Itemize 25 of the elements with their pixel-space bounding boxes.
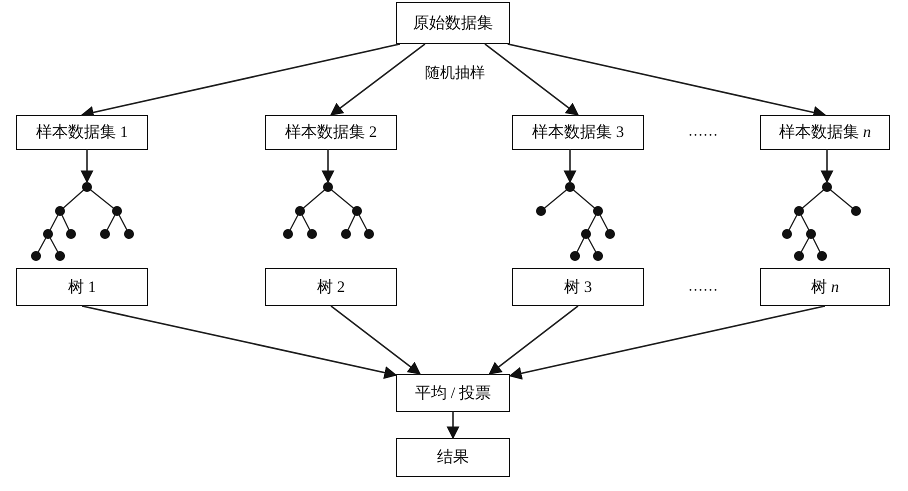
arrow [508, 305, 826, 380]
process-box: 样本数据集 n [760, 115, 890, 150]
arrow [330, 305, 421, 375]
process-box: 平均 / 投票 [396, 374, 510, 412]
arrow [446, 412, 460, 440]
process-box: 树 3 [512, 268, 644, 306]
process-box: 样本数据集 1 [16, 115, 148, 150]
arrow [80, 150, 94, 184]
ellipsis: …… [688, 278, 718, 296]
process-box: 树 1 [16, 268, 148, 306]
arrow [330, 43, 426, 116]
process-box: 样本数据集 3 [512, 115, 644, 150]
process-box: 结果 [396, 438, 510, 477]
process-box: 原始数据集 [396, 2, 510, 44]
process-box: 树 n [760, 268, 890, 306]
arrow [820, 150, 834, 184]
arrow [488, 305, 578, 375]
arrow [564, 150, 576, 184]
ellipsis: …… [688, 124, 718, 140]
arrow [322, 150, 334, 184]
process-box: 树 2 [265, 268, 397, 306]
process-box: 样本数据集 2 [265, 115, 397, 150]
arrow [484, 43, 580, 116]
arrow [82, 305, 398, 379]
note-label: 随机抽样 [425, 64, 485, 82]
